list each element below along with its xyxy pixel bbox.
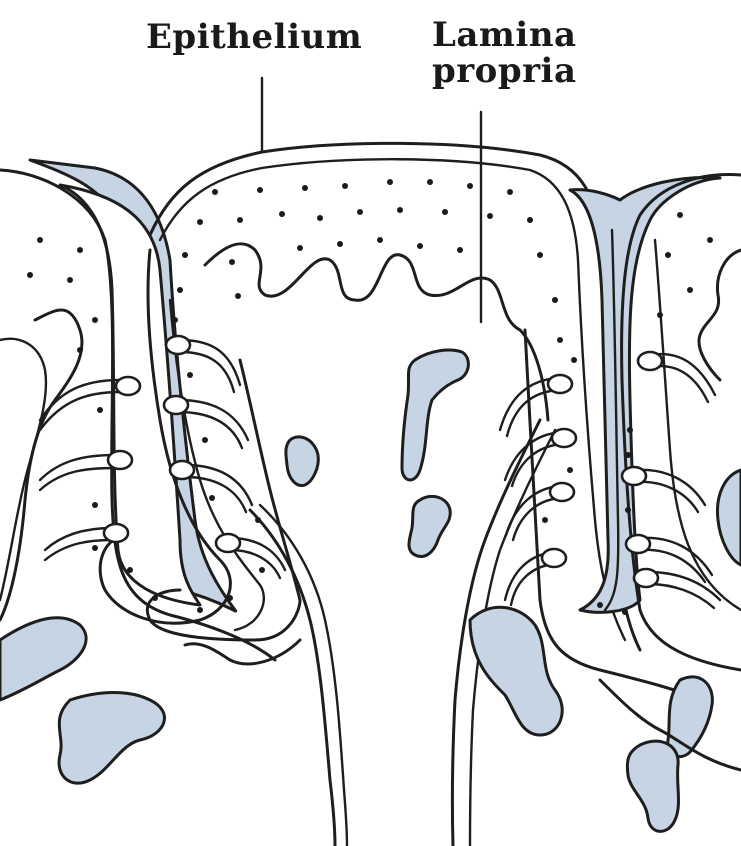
lower-right-blob-1: [668, 677, 713, 757]
left-gland-curve: [250, 510, 335, 846]
left-gland-curve-inner: [260, 505, 347, 846]
lumen-island-2: [409, 496, 450, 556]
lumen-island-1: [402, 350, 468, 480]
left-lateral-crypt-inner: [0, 339, 46, 600]
lower-right-blob-2: [627, 741, 678, 831]
villus-lamina-edge: [205, 244, 548, 420]
lumen-island-3: [286, 437, 318, 486]
lower-center-edge-left: [185, 640, 300, 664]
central-villus: [150, 143, 640, 650]
lower-right-tissue: [470, 607, 562, 735]
right-edge-tissue: [717, 470, 741, 565]
villus-epithelium-outline: [150, 143, 640, 650]
lower-left-blob: [59, 693, 164, 784]
lower-left-tissue: [0, 618, 86, 700]
right-lateral-outline: [699, 250, 741, 380]
